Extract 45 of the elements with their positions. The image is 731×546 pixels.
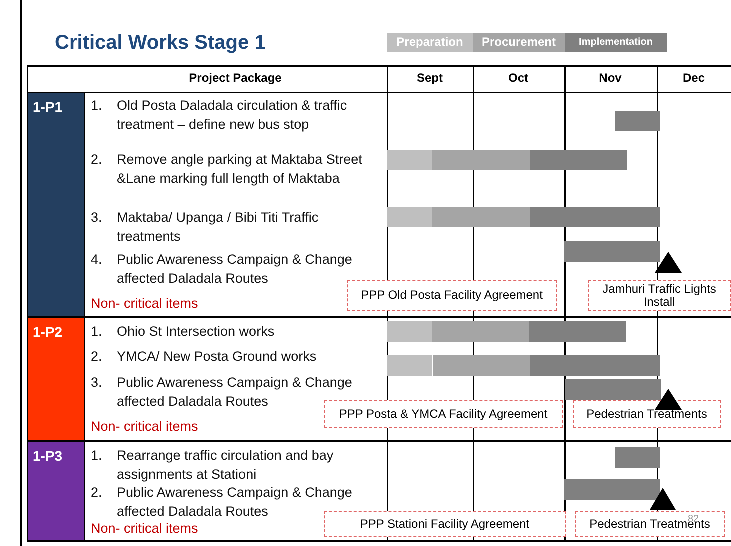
column-header: Dec [682,70,706,87]
gantt-bar [530,355,660,376]
gantt-bar [565,379,661,400]
note-box: PPP Old Posta Facility Agreement [347,280,557,311]
legend-item: Implementation [565,33,667,52]
gantt-bar [564,479,660,500]
gantt-bar [432,321,529,342]
package-label: 1-P3 [28,442,84,540]
gantt-bar [530,207,660,227]
gantt-bar [529,321,626,342]
milestone-marker [655,252,682,273]
column-header: Nov [598,70,623,87]
gantt-bar [432,150,530,170]
task-label: 2. YMCA/ New Posta Ground works [91,348,318,366]
task-label: 3. Maktaba/ Upanga / Bibi Titi Traffic treatments [91,209,320,246]
gantt-bar [433,355,530,376]
task-label: 1. Old Posta Daladala circulation & traffic treatment – define new bus stop [91,97,348,134]
gantt-bar [432,207,530,227]
title: Critical Works Stage 1 [55,32,266,55]
gantt-bar [387,321,432,342]
gantt-bar [387,355,432,376]
gantt-bar [615,447,660,468]
gantt-bar [387,150,432,170]
gantt-bar [615,111,660,131]
note-text: Non- critical items [91,296,198,311]
package-label: 1-P1 [28,93,84,316]
note-box: Pedestrian Treatments [573,400,721,428]
note-box: PPP Posta & YMCA Facility Agreement [324,400,563,428]
task-label: 2. Remove angle parking at Maktaba Street &Lane marking full length of Maktaba [91,151,364,188]
gantt-bar [387,207,432,227]
note-box: PPP Stationi Facility Agreement [324,511,566,537]
package-label: 1-P2 [28,318,84,440]
task-label: 1. Ohio St Intersection works [91,323,276,341]
note-text: Non- critical items [91,521,198,536]
note-text: Non- critical items [91,419,198,434]
task-label: 1. Rearrange traffic circulation and bay assignments at Stationi [91,447,335,484]
column-header: Project Package [188,70,283,87]
gantt-bar [564,241,660,262]
gantt-bar [530,150,627,170]
column-header: Oct [507,70,530,87]
column-header: Sept [416,70,444,87]
legend-item: Procurement [473,33,565,52]
note-box: Jamhuri Traffic Lights Install [588,280,731,311]
legend-item: Preparation [387,33,473,52]
milestone-marker [655,389,682,410]
